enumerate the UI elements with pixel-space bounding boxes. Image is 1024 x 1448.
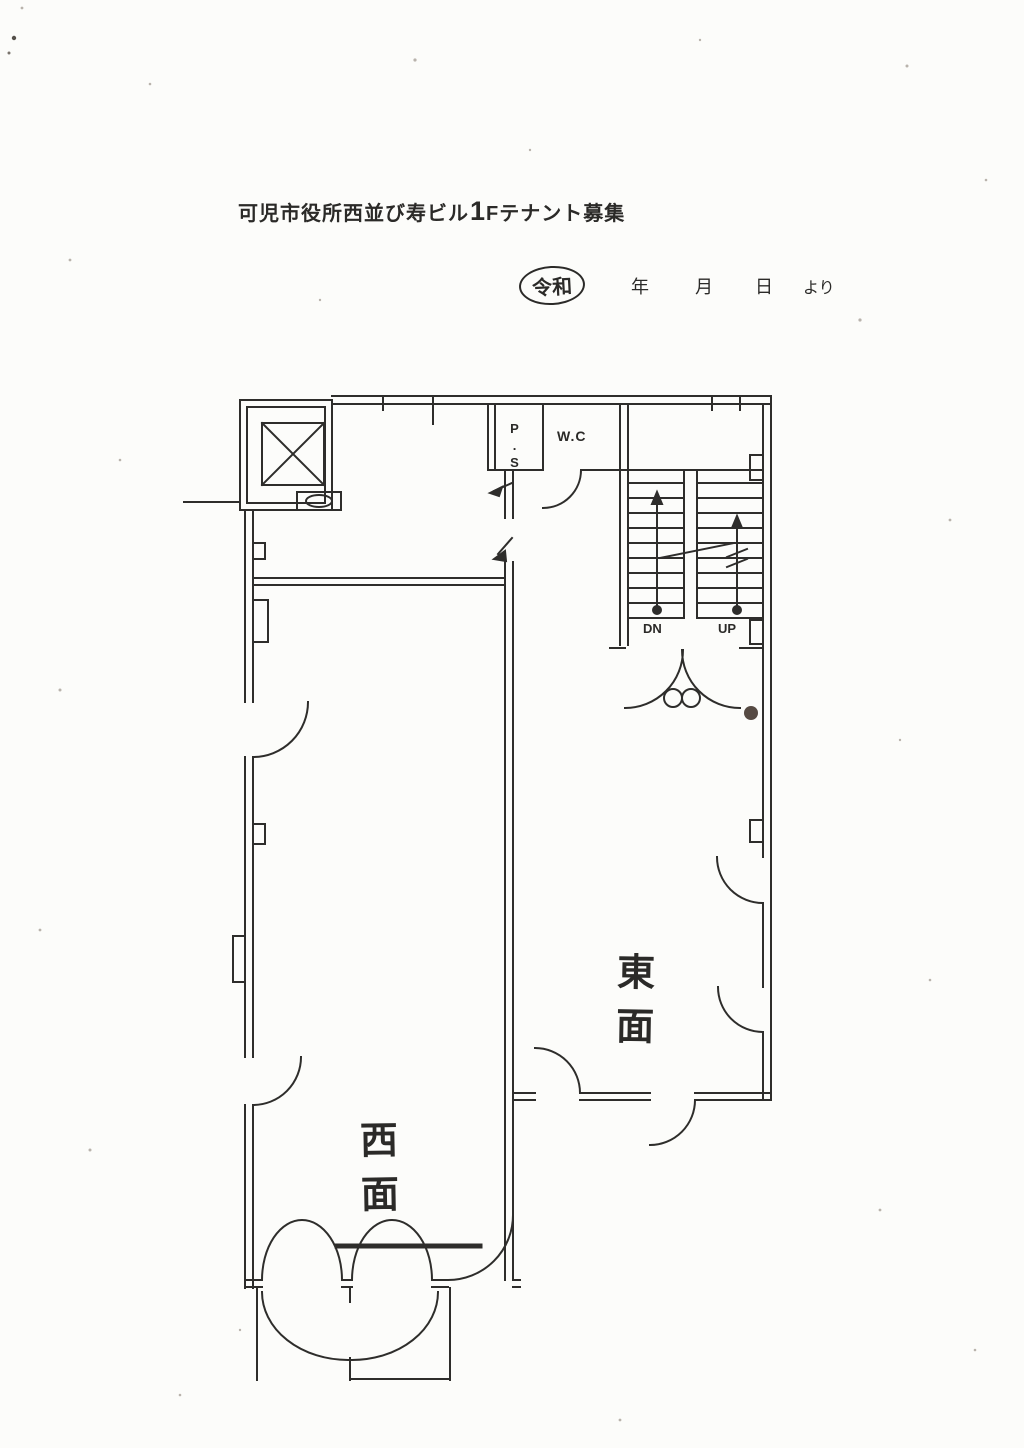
west-door-arc-lower — [251, 1055, 303, 1107]
scan-noise — [7, 6, 988, 1422]
door-leaf-right-arc — [680, 648, 742, 710]
corridor-arrow — [487, 485, 504, 498]
wc-door-arc — [541, 468, 583, 510]
door-leaf-left-arc — [623, 648, 685, 710]
staircase — [619, 403, 764, 646]
east-door-arc-upper — [715, 855, 765, 905]
east-door-arc-lower — [716, 985, 765, 1034]
plan-lines — [183, 395, 772, 1381]
top-wall — [331, 395, 772, 425]
day-label: 日 — [755, 276, 773, 297]
year-label: 年 — [631, 276, 649, 297]
entry-corner-door-arc — [446, 1213, 515, 1282]
west-door-arc-upper — [251, 700, 310, 759]
east-room-label: 東面 — [609, 951, 653, 1061]
vestibule-door-arc-right — [350, 1290, 440, 1362]
down-arrowhead — [650, 489, 664, 505]
from-label: より — [803, 279, 835, 297]
date-line: 令和 年 月 日 より — [518, 264, 835, 307]
west-room-label: 西面 — [353, 1119, 397, 1229]
up-arrowhead — [730, 513, 744, 529]
door-knob-left — [663, 688, 683, 708]
elevator — [183, 399, 342, 511]
stairs-up-label: UP — [718, 621, 737, 636]
title-floor-number: 1 — [470, 196, 486, 226]
entry-door-swing-left — [260, 1219, 344, 1282]
era-circled-label: 令和 — [518, 264, 586, 307]
vestibule-door-arc-left — [260, 1290, 350, 1362]
dark-marker-dot — [744, 706, 758, 720]
east-bottom-door-arc-right — [648, 1098, 697, 1147]
east-bottom-door-arc-left — [533, 1046, 582, 1095]
entrance-vestibule — [244, 1213, 521, 1381]
stairs-down-label: DN — [643, 621, 662, 636]
month-label: 月 — [695, 276, 713, 297]
entry-door-swing-right — [350, 1219, 434, 1282]
door-knob-right — [681, 688, 701, 708]
stair-treads-right — [696, 482, 764, 619]
opening-arrow — [491, 549, 508, 563]
double-doors — [609, 647, 764, 710]
page-title: 可児市役所西並び寿ビル1Fテナント募集 — [238, 196, 625, 227]
west-room-walls — [232, 509, 506, 1289]
pipe-shaft-label: P.S — [507, 421, 522, 472]
toilet-label: W.C — [557, 428, 587, 444]
east-room-walls — [512, 395, 772, 1147]
partition-wall — [504, 469, 514, 1281]
title-suffix: Fテナント募集 — [486, 203, 626, 225]
title-prefix: 可児市役所西並び寿ビル — [238, 203, 469, 225]
